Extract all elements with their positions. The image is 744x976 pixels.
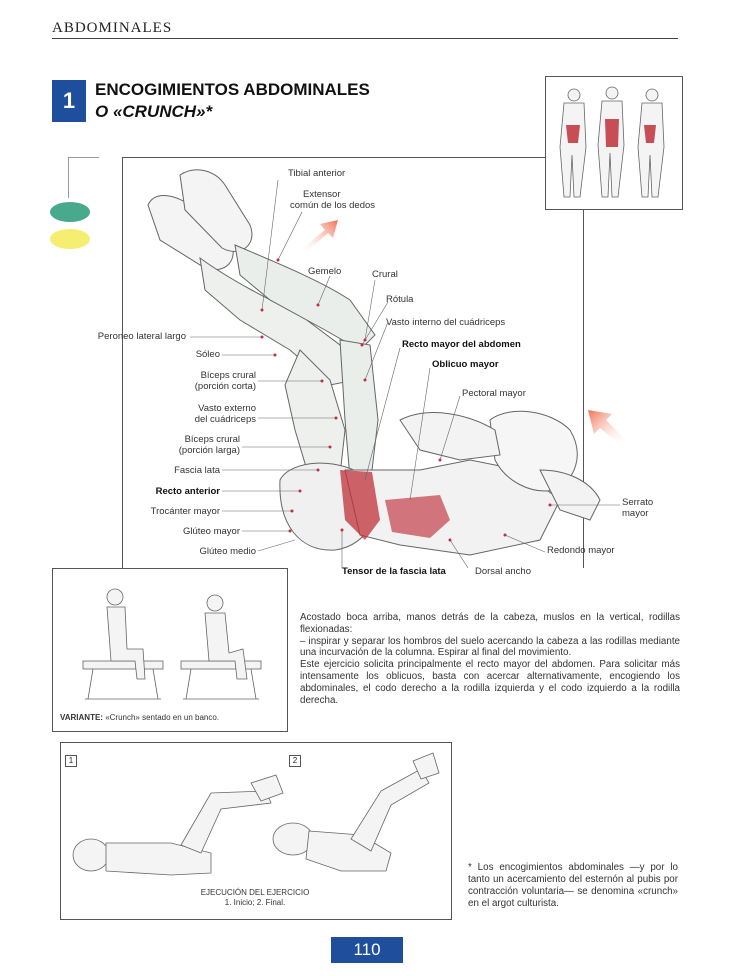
label-soleo: Sóleo bbox=[195, 349, 220, 360]
label-extensor-2: común de los dedos bbox=[290, 200, 376, 211]
main-illustration-frame bbox=[122, 157, 584, 568]
execution-caption-steps: 1. Inicio; 2. Final. bbox=[224, 898, 286, 907]
label-crural: Crural bbox=[372, 269, 398, 280]
label-gemelo: Gemelo bbox=[308, 266, 342, 277]
instructions-paragraph-3: Este ejercicio solicita principalmente e… bbox=[300, 659, 680, 706]
footnote: * Los encogimientos abdominales —y por l… bbox=[468, 862, 678, 909]
curved-arrow-icon bbox=[588, 410, 626, 446]
label-gluteo-mayor: Glúteo mayor bbox=[182, 526, 240, 537]
label-trocanter: Trocánter mayor bbox=[150, 506, 220, 517]
label-gluteo-medio: Glúteo medio bbox=[199, 546, 256, 557]
running-head: ABDOMINALES bbox=[52, 20, 173, 36]
step-2-box: 2 bbox=[289, 755, 301, 767]
header-rule bbox=[52, 38, 678, 39]
execution-illustration-frame: 1 2 bbox=[60, 742, 452, 920]
step-1-box: 1 bbox=[65, 755, 77, 767]
label-recto-mayor-abdomen: Recto mayor del abdomen bbox=[402, 339, 521, 350]
label-rotula: Rótula bbox=[386, 294, 414, 305]
instructions-paragraph-2: – inspirar y separar los hombros del sue… bbox=[300, 635, 680, 659]
label-dorsal-ancho: Dorsal ancho bbox=[475, 566, 531, 577]
exercise-title-line2: O «CRUNCH»* bbox=[95, 102, 213, 121]
instructions-paragraph-1: Acostado boca arriba, manos detrás de la… bbox=[300, 612, 680, 635]
label-fascia-lata: Fascia lata bbox=[174, 465, 220, 476]
muscle-figures-inset bbox=[545, 76, 683, 210]
page-number: 110 bbox=[331, 937, 403, 963]
oblique-highlight bbox=[385, 495, 450, 538]
label-biceps-corta-2: (porción corta) bbox=[194, 381, 256, 392]
side-bracket bbox=[68, 157, 99, 198]
label-oblicuo-mayor: Oblicuo mayor bbox=[432, 359, 499, 370]
label-serrato-1: Serrato bbox=[622, 497, 654, 508]
label-biceps-corta-1: Bíceps crural bbox=[200, 370, 256, 381]
label-serrato-2: mayor bbox=[622, 508, 649, 519]
label-vasto-interno: Vasto interno del cuádriceps bbox=[386, 317, 506, 328]
label-pectoral-mayor: Pectoral mayor bbox=[462, 388, 526, 399]
label-tibial-anterior: Tibial anterior bbox=[288, 168, 346, 179]
label-peroneo: Peroneo lateral largo bbox=[97, 331, 186, 342]
label-biceps-larga-2: (porción larga) bbox=[178, 445, 240, 456]
yellow-marker-icon bbox=[50, 229, 90, 249]
variant-caption-text: «Crunch» sentado en un banco. bbox=[102, 713, 220, 722]
label-extensor-1: Extensor bbox=[303, 189, 341, 200]
instructions-text: Acostado boca arriba, manos detrás de la… bbox=[300, 612, 680, 706]
variant-illustration-frame bbox=[52, 568, 288, 732]
upward-arrow-icon bbox=[300, 220, 338, 254]
rectus-abdominis-highlight bbox=[340, 470, 380, 540]
label-biceps-larga-1: Bíceps crural bbox=[184, 434, 240, 445]
execution-caption: EJECUCIÓN DEL EJERCICIO 1. Inicio; 2. Fi… bbox=[60, 888, 450, 908]
exercise-title-line1: ENCOGIMIENTOS ABDOMINALES bbox=[95, 80, 370, 99]
label-vasto-externo-1: Vasto externo bbox=[198, 403, 256, 414]
execution-caption-title: EJECUCIÓN DEL EJERCICIO bbox=[200, 888, 310, 897]
green-marker-icon bbox=[50, 202, 90, 222]
variant-caption: VARIANTE: «Crunch» sentado en un banco. bbox=[60, 713, 280, 722]
label-redondo-mayor: Redondo mayor bbox=[547, 545, 615, 556]
label-recto-anterior: Recto anterior bbox=[155, 486, 220, 497]
exercise-number-badge: 1 bbox=[52, 80, 86, 122]
label-tensor-fascia-lata: Tensor de la fascia lata bbox=[342, 566, 446, 577]
variant-caption-label: VARIANTE: bbox=[60, 713, 103, 722]
label-vasto-externo-2: del cuádriceps bbox=[194, 414, 256, 425]
